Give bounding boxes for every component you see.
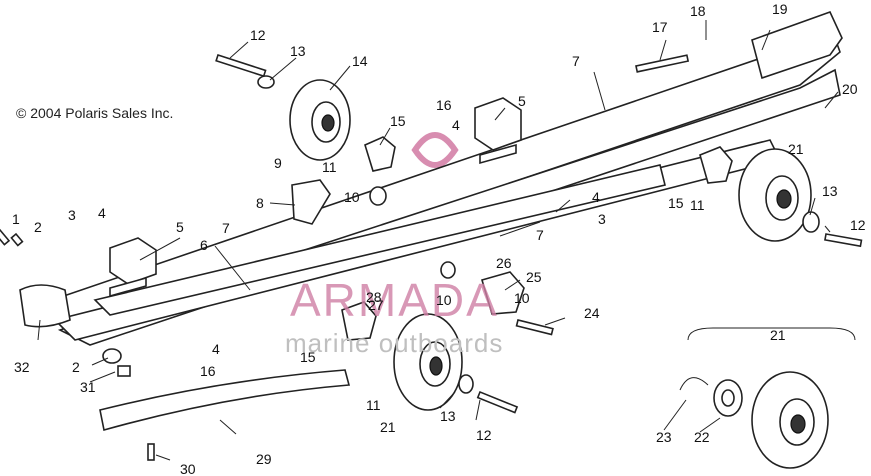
- callout-8: 8: [256, 195, 264, 211]
- watermark-emblem-top: [411, 132, 459, 168]
- watermark-tagline: marine outboards: [285, 328, 503, 358]
- callout-2-bottom: 2: [72, 359, 80, 375]
- callout-11-bottom: 11: [366, 397, 381, 413]
- callout-16-bottom: 16: [200, 363, 216, 379]
- idler-wheel-21-right: [738, 148, 812, 242]
- callout-19: 19: [772, 1, 788, 17]
- callout-10-right: 10: [514, 290, 530, 306]
- arm-15-right: [699, 146, 733, 184]
- callout-22: 22: [694, 429, 710, 445]
- arm-15-top: [364, 136, 396, 172]
- bracket-25: [481, 271, 525, 315]
- callout-12-bottom: 12: [476, 427, 492, 443]
- callout-10-top: 10: [344, 189, 360, 205]
- front-tip-32: [19, 284, 71, 328]
- callout-3-left: 3: [68, 207, 76, 223]
- wheel-assembly-21-detail: [679, 327, 856, 469]
- callout-12-top: 12: [250, 27, 266, 43]
- slide-29: [99, 369, 351, 432]
- bolts: [0, 53, 863, 461]
- copyright-notice: © 2004 Polaris Sales Inc.: [16, 105, 174, 121]
- block-5-left: [109, 237, 157, 298]
- callout-7-left: 7: [222, 220, 230, 236]
- callout-5-left: 5: [176, 219, 184, 235]
- callout-26: 26: [496, 255, 512, 271]
- leader-lines: [37, 20, 839, 461]
- callout-25: 25: [526, 269, 542, 285]
- callout-12-right: 12: [850, 217, 866, 233]
- callout-31: 31: [80, 379, 96, 395]
- callout-15-bottom: 15: [300, 349, 316, 365]
- callout-10-mid: 10: [436, 292, 452, 308]
- callout-4-bottom: 4: [212, 341, 220, 357]
- callout-30: 30: [180, 461, 196, 476]
- callout-28: 28: [366, 289, 382, 305]
- callout-1: 1: [12, 211, 20, 227]
- callout-32: 32: [14, 359, 30, 375]
- callout-24: 24: [584, 305, 600, 321]
- callout-27: 27: [368, 297, 384, 313]
- block-5-top: [474, 97, 522, 165]
- callout-15-top: 15: [390, 113, 406, 129]
- callout-29: 29: [256, 451, 272, 467]
- idler-wheel-21-bottom: [393, 313, 463, 411]
- callout-2-top: 2: [34, 219, 42, 235]
- callout-7-top: 7: [572, 53, 580, 69]
- callout-9: 9: [274, 155, 282, 171]
- callout-7-mid: 7: [536, 227, 544, 243]
- callout-23: 23: [656, 429, 672, 445]
- callout-13-bottom: 13: [440, 408, 456, 424]
- arm-15-bottom: [341, 301, 377, 341]
- callout-21-detail: 21: [770, 327, 786, 343]
- watermark-brand: ARMADA: [290, 274, 499, 326]
- callout-6: 6: [200, 237, 208, 253]
- callout-16-top: 16: [436, 97, 452, 113]
- callout-18: 18: [690, 3, 706, 19]
- callout-21-bottom: 21: [380, 419, 396, 435]
- callout-15-right: 15: [668, 195, 684, 211]
- callout-21-right: 21: [788, 141, 804, 157]
- callout-4-right: 4: [592, 189, 600, 205]
- idler-wheel-14: [289, 79, 351, 161]
- bracket-8: [291, 179, 331, 225]
- callout-4-left: 4: [98, 205, 106, 221]
- callout-17: 17: [652, 19, 668, 35]
- callout-11-top: 11: [322, 159, 337, 175]
- callout-11-right: 11: [690, 197, 705, 213]
- callout-20: 20: [842, 81, 858, 97]
- callout-5-top: 5: [518, 93, 526, 109]
- callout-4-top: 4: [452, 117, 460, 133]
- callout-13-right: 13: [822, 183, 838, 199]
- callout-3-right: 3: [598, 211, 606, 227]
- callout-14: 14: [352, 53, 368, 69]
- callout-labels: 1 2 3 4 5 6 7 8 9 10 10 10 11 11 11 12 1…: [12, 1, 866, 476]
- callout-13-top: 13: [290, 43, 306, 59]
